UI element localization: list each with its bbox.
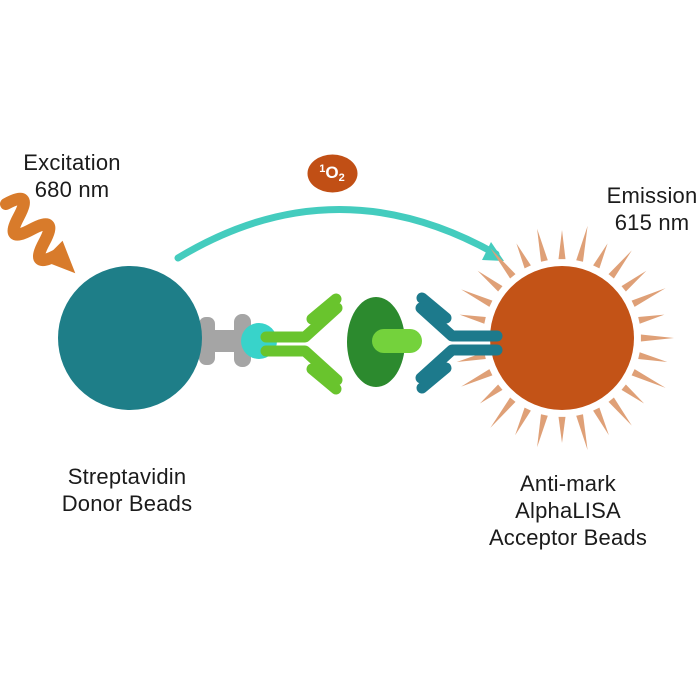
acceptor-spike — [576, 225, 588, 262]
acceptor-spike — [593, 243, 608, 269]
acceptor-spike — [558, 230, 566, 260]
excitation-label-line2: 680 nm — [34, 177, 110, 202]
acceptor-spike — [459, 314, 486, 324]
excitation-arrowhead — [42, 240, 76, 274]
acceptor-spike — [631, 369, 666, 388]
acceptor-beads-label-line2: AlphaLISA — [515, 498, 621, 523]
acceptor-spike — [621, 384, 645, 404]
singlet-oxygen-superscript: 1 — [319, 163, 326, 175]
mark-epitope — [372, 329, 422, 353]
teal-antibody-light-chain-lower — [416, 362, 452, 394]
excitation-label-line1: Excitation — [23, 150, 121, 175]
acceptor-bead — [490, 266, 634, 410]
acceptor-spike — [490, 248, 516, 279]
singlet-oxygen-badge — [307, 154, 358, 193]
acceptor-spike — [631, 288, 666, 307]
acceptor-spike — [638, 352, 668, 362]
donor-beads-label: Streptavidin Donor Beads — [62, 463, 193, 517]
emission-label-line2: 615 nm — [614, 210, 690, 235]
acceptor-spike — [576, 414, 588, 451]
teal-antibody-heavy-chain-upper — [415, 302, 503, 342]
acceptor-spike — [516, 243, 531, 269]
excitation-label: Excitation 680 nm — [23, 149, 120, 203]
acceptor-spike — [608, 250, 632, 279]
acceptor-spike — [593, 407, 609, 436]
green-antibody-light-chain-upper — [306, 293, 342, 325]
teal-antibody-heavy-chain-lower — [415, 344, 503, 384]
acceptor-spike — [515, 407, 531, 436]
acceptor-spike — [490, 397, 516, 428]
green-antibody-light-chain-lower — [306, 363, 342, 395]
singlet-oxygen-label: 1O2 — [319, 164, 344, 184]
acceptor-beads-label-line1: Anti-mark — [520, 471, 616, 496]
acceptor-spike — [608, 397, 632, 426]
green-antibody-heavy-chain-lower — [260, 345, 343, 386]
singlet-oxygen-symbol: O — [325, 163, 339, 182]
donor-bead — [58, 266, 202, 410]
acceptor-spike — [461, 369, 493, 387]
teal-antibody-light-chain-upper — [416, 292, 452, 324]
excitation-wavy-arrow-line — [0, 192, 63, 267]
energy-transfer-arrow — [174, 206, 504, 262]
acceptor-beads-label-line3: Acceptor Beads — [488, 525, 648, 550]
donor-beads-label-line1: Streptavidin — [67, 464, 187, 489]
acceptor-spike — [638, 314, 665, 324]
emission-label-line1: Emission — [606, 183, 698, 208]
acceptor-spike — [537, 414, 548, 448]
acceptor-spike — [479, 384, 503, 404]
acceptor-spike — [621, 270, 647, 292]
acceptor-beads-label: Anti-mark AlphaLISA Acceptor Beads — [489, 470, 647, 551]
acceptor-spike — [640, 334, 674, 342]
excitation-wavy-arrow — [0, 192, 76, 274]
acceptor-spike — [558, 416, 566, 443]
donor-beads-label-line2: Donor Beads — [61, 491, 193, 516]
energy-transfer-arrow-line — [174, 206, 500, 262]
biotinylated-antibody — [260, 293, 343, 395]
emission-label: Emission 615 nm — [607, 182, 698, 236]
acceptor-spike — [461, 289, 493, 307]
singlet-oxygen-subscript: 2 — [338, 172, 345, 184]
streptavidin-waist — [203, 330, 247, 352]
acceptor-spike — [477, 270, 503, 292]
anti-mark-antibody — [415, 292, 503, 394]
green-antibody-heavy-chain-upper — [260, 302, 343, 343]
acceptor-spike — [537, 228, 548, 262]
